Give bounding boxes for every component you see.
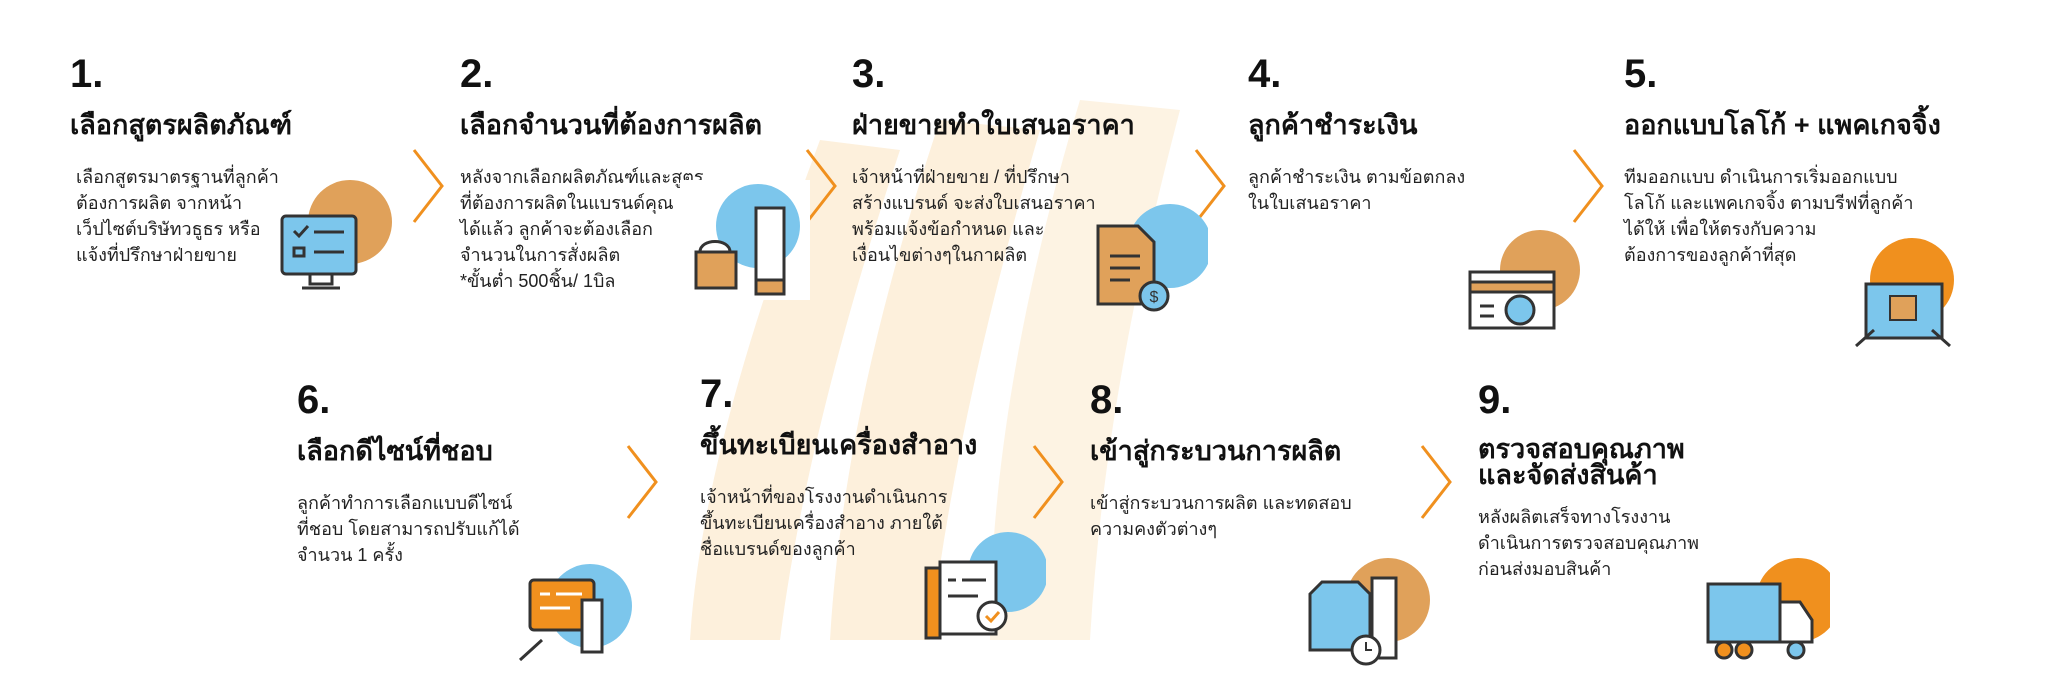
step-number: 6. [297, 378, 331, 422]
step-number: 5. [1624, 52, 1658, 96]
chevron-right-icon [1572, 149, 1604, 223]
design-tablet-icon [1855, 238, 1954, 348]
step-title: ขึ้นทะเบียนเครื่องสำอาง [700, 430, 978, 460]
production-box-icon [1308, 558, 1430, 666]
quotation-document-icon: $ [1096, 204, 1208, 312]
step-number: 2. [460, 52, 494, 96]
step-3: 3. ฝ่ายขายทำใบเสนอราคา เจ้าหน้าที่ฝ่ายขา… [852, 52, 1192, 268]
chevron-right-icon [1420, 445, 1452, 519]
step-title: ลูกค้าชำระเงิน [1248, 110, 1418, 140]
step-number: 9. [1478, 378, 1512, 422]
design-select-icon [518, 564, 632, 662]
step-description: หลังผลิตเสร็จทางโรงงาน ดำเนินการตรวจสอบค… [1478, 507, 1700, 579]
svg-text:$: $ [1150, 289, 1159, 306]
step-2: 2. เลือกจำนวนที่ต้องการผลิต หลังจากเลือก… [460, 52, 800, 294]
step-description: เจ้าหน้าที่ของโรงงานดำเนินการ ขึ้นทะเบีย… [700, 487, 948, 559]
step-number: 3. [852, 52, 886, 96]
chevron-right-icon [626, 445, 658, 519]
step-9: 9. ตรวจสอบคุณภาพ และจัดส่งสินค้า หลังผลิ… [1478, 378, 1818, 582]
step-number: 8. [1090, 378, 1124, 422]
step-7: 7. ขึ้นทะเบียนเครื่องสำอาง เจ้าหน้าที่ขอ… [700, 372, 1040, 562]
step-8: 8. เข้าสู่กระบวนการผลิต เข้าสู่กระบวนการ… [1090, 378, 1430, 542]
chevron-right-icon [412, 149, 444, 223]
step-description: ทีมออกแบบ ดำเนินการเริ่มออกแบบ โลโก้ และ… [1624, 167, 1914, 265]
chevron-right-icon [805, 149, 837, 223]
step-4: 4. ลูกค้าชำระเงิน ลูกค้าชำระเงิน ตามข้อต… [1248, 52, 1588, 216]
registration-check-icon [924, 532, 1046, 640]
chevron-right-icon [1032, 445, 1064, 519]
step-description: เจ้าหน้าที่ฝ่ายขาย / ที่ปรึกษา สร้างแบรน… [852, 167, 1096, 265]
step-description: หลังจากเลือกผลิตภัณฑ์และสูตร ที่ต้องการผ… [460, 167, 704, 291]
step-number: 7. [700, 372, 734, 416]
step-5: 5. ออกแบบโลโก้ + แพคเกจจิ้ง ทีมออกแบบ ดำ… [1624, 52, 2004, 268]
step-description: เลือกสูตรมาตรฐานที่ลูกค้า ต้องการผลิต จา… [76, 167, 279, 265]
step-description: ลูกค้าทำการเลือกแบบดีไซน์ ที่ชอบ โดยสามา… [297, 493, 520, 565]
step-6: 6. เลือกดีไซน์ที่ชอบ ลูกค้าทำการเลือกแบบ… [297, 378, 637, 568]
step-title: ตรวจสอบคุณภาพ และจัดส่งสินค้า [1478, 434, 1685, 490]
step-title: เลือกสูตรผลิตภัณฑ์ [70, 110, 293, 140]
step-title: เลือกดีไซน์ที่ชอบ [297, 436, 493, 466]
step-title: ฝ่ายขายทำใบเสนอราคา [852, 110, 1135, 140]
delivery-truck-icon [1706, 558, 1830, 660]
step-description: ลูกค้าชำระเงิน ตามข้อตกลง ในใบเสนอราคา [1248, 167, 1466, 213]
cosmetic-products-icon [680, 180, 810, 300]
step-title: ออกแบบโลโก้ + แพคเกจจิ้ง [1624, 110, 1941, 140]
computer-checklist-icon [280, 180, 392, 290]
step-description: เข้าสู่กระบวนการผลิต และทดสอบ ความคงตัวต… [1090, 493, 1352, 539]
step-number: 1. [70, 52, 104, 96]
step-title: เลือกจำนวนที่ต้องการผลิต [460, 110, 763, 140]
step-title: เข้าสู่กระบวนการผลิต [1090, 436, 1342, 466]
chevron-right-icon [1194, 149, 1226, 223]
step-1: 1. เลือกสูตรผลิตภัณฑ์ เลือกสูตรมาตรฐานที… [70, 52, 410, 268]
step-number: 4. [1248, 52, 1282, 96]
payment-card-icon [1468, 230, 1580, 330]
